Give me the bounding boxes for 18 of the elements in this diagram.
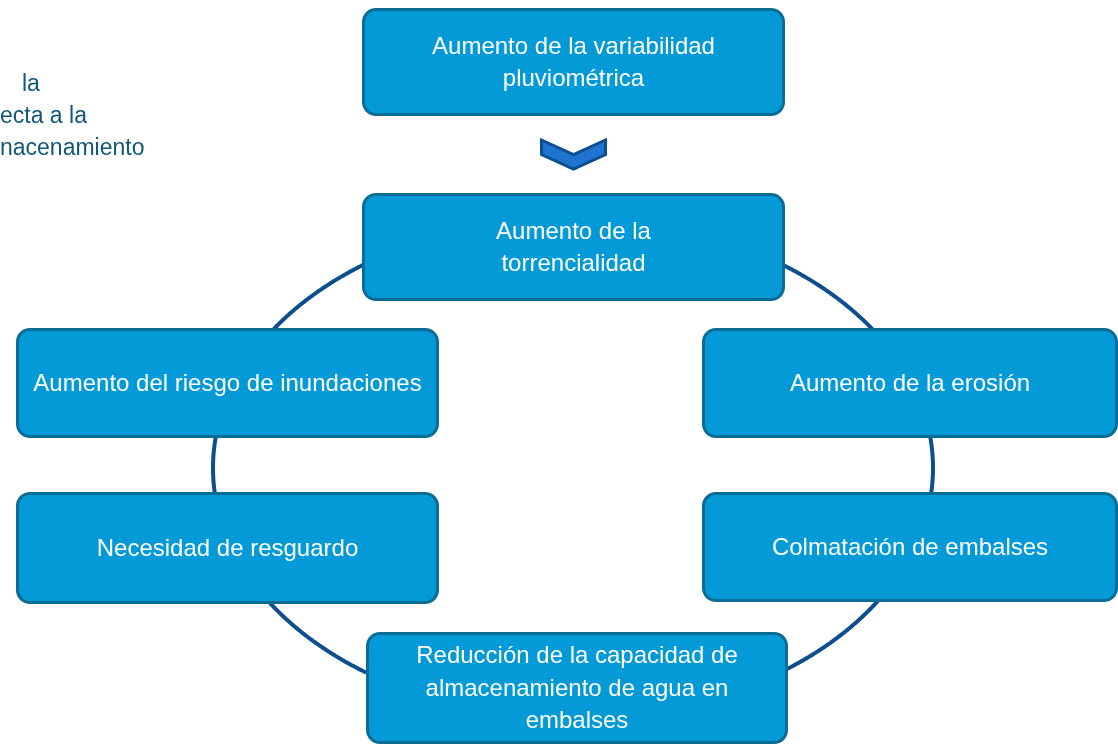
note-text: ecta a la bbox=[0, 102, 87, 129]
process-box bbox=[702, 492, 1118, 602]
box-label: Reducción de la capacidad de almacenamiento de agua en embalses bbox=[415, 640, 739, 736]
box-label: Necesidad de resguardo bbox=[96, 532, 359, 563]
note-text: la bbox=[22, 70, 40, 97]
process-box bbox=[702, 328, 1118, 438]
process-box bbox=[366, 632, 788, 744]
process-box bbox=[16, 328, 439, 438]
box-label: Aumento de la torrencialidad bbox=[495, 215, 652, 278]
process-box bbox=[362, 193, 785, 301]
box-label: Aumento de la variabilidad pluviométrica bbox=[431, 30, 716, 93]
process-box bbox=[362, 8, 785, 116]
chevron-arrow bbox=[540, 137, 607, 171]
box-label: Aumento de la erosión bbox=[789, 367, 1031, 398]
box-label: Colmatación de embalses bbox=[771, 531, 1049, 562]
note-text: nacenamiento bbox=[0, 134, 145, 161]
box-label: Aumento del riesgo de inundaciones bbox=[33, 367, 422, 398]
process-box bbox=[16, 492, 439, 604]
